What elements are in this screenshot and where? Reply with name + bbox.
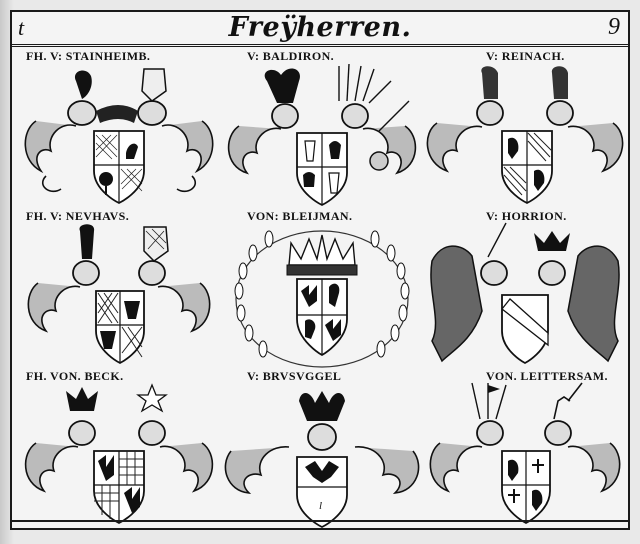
arms-leittersam: VON. LEITTERSAM. [422, 367, 628, 535]
coat-of-arms-icon [24, 68, 214, 204]
coat-of-arms-icon [227, 63, 417, 206]
arms-bleijman: VON: BLEIJMAN. [219, 207, 425, 375]
coat-of-arms-icon: l [224, 391, 420, 528]
armorial-plate: t Freÿherren. 9 FH. V: STAINHEIMB. [10, 10, 630, 530]
arms-label: FH. VON. BECK. [26, 369, 124, 383]
arms-stainheimb: FH. V: STAINHEIMB. [16, 47, 222, 215]
plate-title: Freÿherren. [228, 12, 412, 43]
coat-of-arms-icon [430, 222, 620, 365]
arms-brvsvggel: V: BRVSVGGEL l [219, 367, 425, 535]
arms-horrion: V: HORRION. [422, 207, 628, 375]
bottom-rule [12, 520, 628, 528]
arms-label: FH. V: NEVHAVS. [26, 209, 130, 223]
coat-of-arms-icon [429, 382, 621, 525]
plate-header: t Freÿherren. 9 [12, 12, 628, 47]
coat-of-arms-icon [27, 224, 211, 365]
arms-label: V: BALDIRON. [247, 49, 335, 63]
arms-label: V: REINACH. [486, 49, 565, 63]
arms-grid: FH. V: STAINHEIMB. [12, 47, 628, 528]
arms-label: V: HORRION. [486, 209, 567, 223]
arms-label: VON: BLEIJMAN. [247, 209, 353, 223]
coat-of-arms-icon [234, 230, 410, 368]
coat-of-arms-icon [24, 383, 214, 524]
left-marker: t [18, 15, 25, 40]
arms-baldiron: V: BALDIRON. [219, 47, 425, 215]
page-number: 9 [608, 14, 620, 40]
svg-text:l: l [319, 500, 322, 512]
arms-label: VON. LEITTERSAM. [486, 369, 608, 383]
arms-nevhavs: FH. V: NEVHAVS. [16, 207, 222, 375]
arms-label: FH. V: STAINHEIMB. [26, 49, 151, 63]
coat-of-arms-icon [426, 66, 624, 204]
arms-label: V: BRVSVGGEL [247, 369, 342, 383]
arms-reinach: V: REINACH. [422, 47, 628, 215]
arms-beck: FH. VON. BECK. [16, 367, 222, 535]
